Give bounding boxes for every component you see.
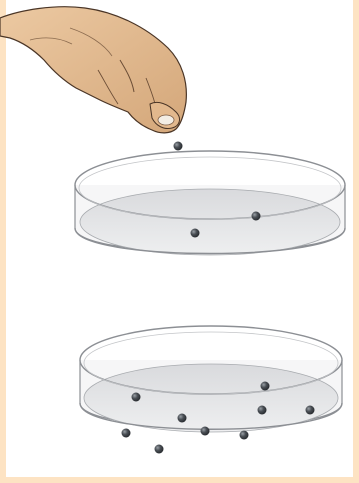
- bead: [306, 406, 315, 415]
- falling-bead: [174, 142, 183, 151]
- fingernail: [158, 115, 174, 125]
- bead: [191, 229, 200, 238]
- bead: [122, 429, 131, 438]
- dish-floor: [84, 364, 338, 432]
- bead: [252, 212, 261, 221]
- bead: [132, 393, 141, 402]
- bead: [178, 414, 187, 423]
- bead: [155, 445, 164, 454]
- bead: [258, 406, 267, 415]
- bead: [261, 382, 270, 391]
- dish-floor: [80, 189, 340, 255]
- bead: [240, 431, 249, 440]
- bead: [201, 427, 210, 436]
